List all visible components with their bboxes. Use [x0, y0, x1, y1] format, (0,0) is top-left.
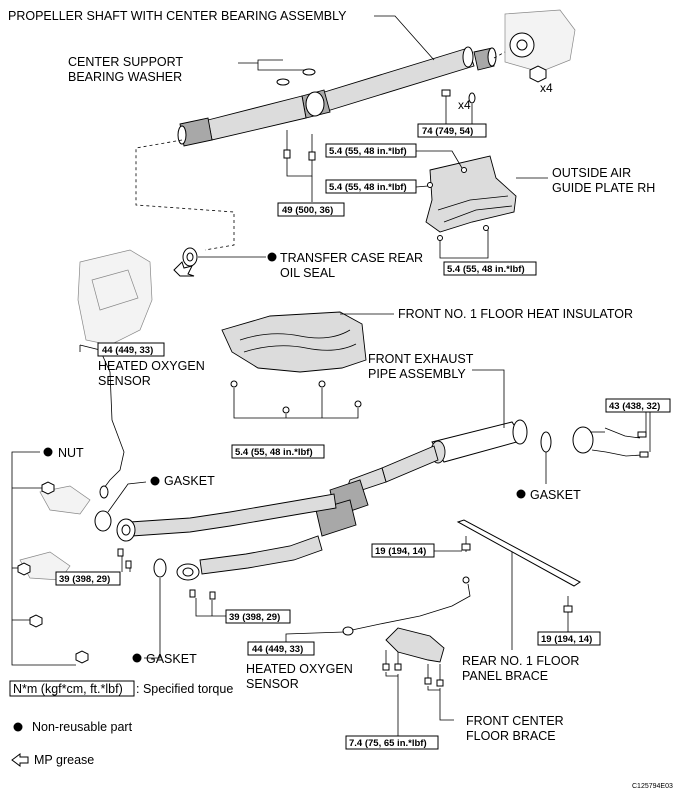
label-outside-air-2: GUIDE PLATE RH: [552, 181, 655, 195]
floor-heat-insulator: [221, 311, 367, 414]
bullet-gasket-right: [516, 489, 526, 499]
exhaust-manifold-ghost: [17, 481, 91, 664]
propeller-shaft-drawing: [177, 9, 576, 161]
torque-19-a: 19 (194, 14): [375, 546, 426, 557]
legend-bullet: [13, 722, 23, 732]
label-front-center-2: FLOOR BRACE: [466, 729, 556, 743]
rear-floor-panel-brace: [456, 519, 581, 613]
label-front-insulator: FRONT NO. 1 FLOOR HEAT INSULATOR: [398, 307, 633, 321]
torque-44-bottom: 44 (449, 33): [252, 644, 303, 655]
label-heated-o2-top-2: SENSOR: [98, 374, 151, 388]
label-transfer-case-2: OIL SEAL: [280, 266, 335, 280]
label-propeller-shaft: PROPELLER SHAFT WITH CENTER BEARING ASSE…: [8, 9, 347, 23]
torque-7-4: 7.4 (75, 65 in.*lbf): [349, 738, 427, 749]
leader-lines: [11, 15, 651, 736]
label-center-support-2: BEARING WASHER: [68, 70, 182, 84]
label-rear-brace-1: REAR NO. 1 FLOOR: [462, 654, 579, 668]
torque-43: 43 (438, 32): [609, 401, 660, 412]
torque-5-4-b: 5.4 (55, 48 in.*lbf): [329, 182, 407, 193]
bullet-gasket-left: [150, 476, 160, 486]
torque-49: 49 (500, 36): [282, 205, 333, 216]
torque-39-b: 39 (398, 29): [229, 612, 280, 623]
torque-5-4-a: 5.4 (55, 48 in.*lbf): [329, 146, 407, 157]
torque-specs: 74 (749, 54) 5.4 (55, 48 in.*lbf) 5.4 (5…: [55, 123, 671, 750]
front-exhaust-pipe-drawing: [79, 344, 649, 600]
label-gasket-left-top: GASKET: [164, 474, 215, 488]
heated-oxygen-sensor-bottom: [342, 576, 471, 636]
label-heated-o2-bottom-1: HEATED OXYGEN: [246, 662, 353, 676]
legend: N*m (kgf*cm, ft.*lbf) : Specified torque…: [9, 680, 233, 767]
label-transfer-case-1: TRANSFER CASE REAR: [280, 251, 423, 265]
label-center-support-1: CENTER SUPPORT: [68, 55, 183, 69]
label-gasket-bottom: GASKET: [146, 652, 197, 666]
legend-grease-arrow-icon: [11, 753, 29, 767]
torque-19-b: 19 (194, 14): [541, 634, 592, 645]
label-heated-o2-top-1: HEATED OXYGEN: [98, 359, 205, 373]
torque-5-4-d: 5.4 (55, 48 in.*lbf): [235, 447, 313, 458]
figure-id: C125794E03: [632, 783, 673, 790]
torque-5-4-c: 5.4 (55, 48 in.*lbf): [447, 264, 525, 275]
label-nut: NUT: [58, 446, 84, 460]
label-heated-o2-bottom-2: SENSOR: [246, 677, 299, 691]
non-reusable-markers: [43, 252, 526, 663]
label-gasket-right: GASKET: [530, 488, 581, 502]
legend-mp-grease: MP grease: [34, 753, 94, 767]
legend-non-reusable: Non-reusable part: [32, 720, 133, 734]
transfer-case-ghost: [77, 247, 198, 346]
label-front-center-1: FRONT CENTER: [466, 714, 564, 728]
label-outside-air-1: OUTSIDE AIR: [552, 166, 631, 180]
label-rear-brace-2: PANEL BRACE: [462, 669, 548, 683]
label-front-exhaust-2: PIPE ASSEMBLY: [368, 367, 466, 381]
legend-torque-desc: : Specified torque: [136, 682, 233, 696]
bullet-transfer-seal: [267, 252, 277, 262]
torque-74: 74 (749, 54): [422, 126, 473, 137]
label-count-x4-a: x4: [458, 98, 471, 112]
torque-39-a: 39 (398, 29): [59, 574, 110, 585]
part-labels: PROPELLER SHAFT WITH CENTER BEARING ASSE…: [8, 9, 655, 743]
bullet-gasket-bottom: [132, 653, 142, 663]
torque-44-top: 44 (449, 33): [102, 345, 153, 356]
label-front-exhaust-1: FRONT EXHAUST: [368, 352, 474, 366]
front-center-floor-brace: [382, 627, 445, 687]
outside-air-guide-plate: [425, 155, 517, 241]
label-count-x4-b: x4: [540, 81, 553, 95]
bullet-nut: [43, 447, 53, 457]
legend-torque-unit: N*m (kgf*cm, ft.*lbf): [13, 682, 123, 696]
